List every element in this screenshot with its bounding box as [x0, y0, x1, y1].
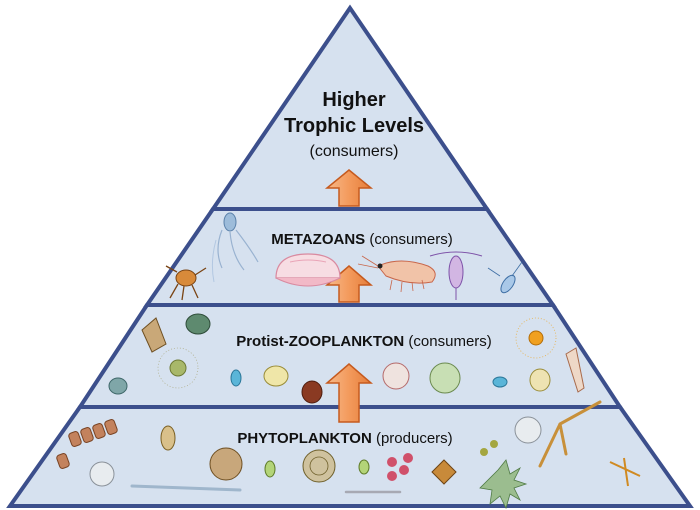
phyto-name: PHYTOPLANKTON: [237, 430, 371, 447]
krill-icon: [357, 255, 436, 293]
metazoans-name: METAZOANS: [271, 231, 365, 248]
arrow-up-icon: [324, 265, 374, 303]
radiolarian-icon: [157, 317, 557, 389]
ciliate-icon: [108, 365, 323, 404]
metazoans-role: (consumers): [365, 231, 453, 248]
top-title-line2: Trophic Levels: [284, 115, 424, 137]
pennate-diatom-icon: [130, 459, 402, 494]
phyto-label: PHYTOPLANKTON (producers): [237, 430, 452, 447]
protist-label: Protist-ZOOPLANKTON (consumers): [236, 333, 492, 350]
metazoans-label: METAZOANS (consumers): [271, 231, 452, 248]
diatom-chain-icon: [56, 419, 118, 469]
copepod-icon: [429, 251, 523, 300]
arrow-up-icon: [324, 169, 374, 207]
top-title-line1: Higher: [322, 89, 386, 111]
dinoflagellate-icon: [382, 347, 585, 394]
protist-name: Protist-ZOOPLANKTON: [236, 333, 404, 350]
tintinnid-icon: [141, 313, 211, 353]
protist-role: (consumers): [404, 333, 492, 350]
larva-icon: [165, 265, 207, 301]
ceratium-icon: [431, 400, 641, 510]
jellyfish-icon: [275, 253, 341, 287]
phyto-role: (producers): [372, 430, 453, 447]
arrow-up-icon: [324, 363, 374, 423]
centric-diatom-icon: [209, 447, 413, 483]
top-subtitle: (consumers): [310, 143, 399, 160]
coccolithophore-icon: [89, 416, 542, 487]
siphonophore-icon: [211, 212, 259, 283]
